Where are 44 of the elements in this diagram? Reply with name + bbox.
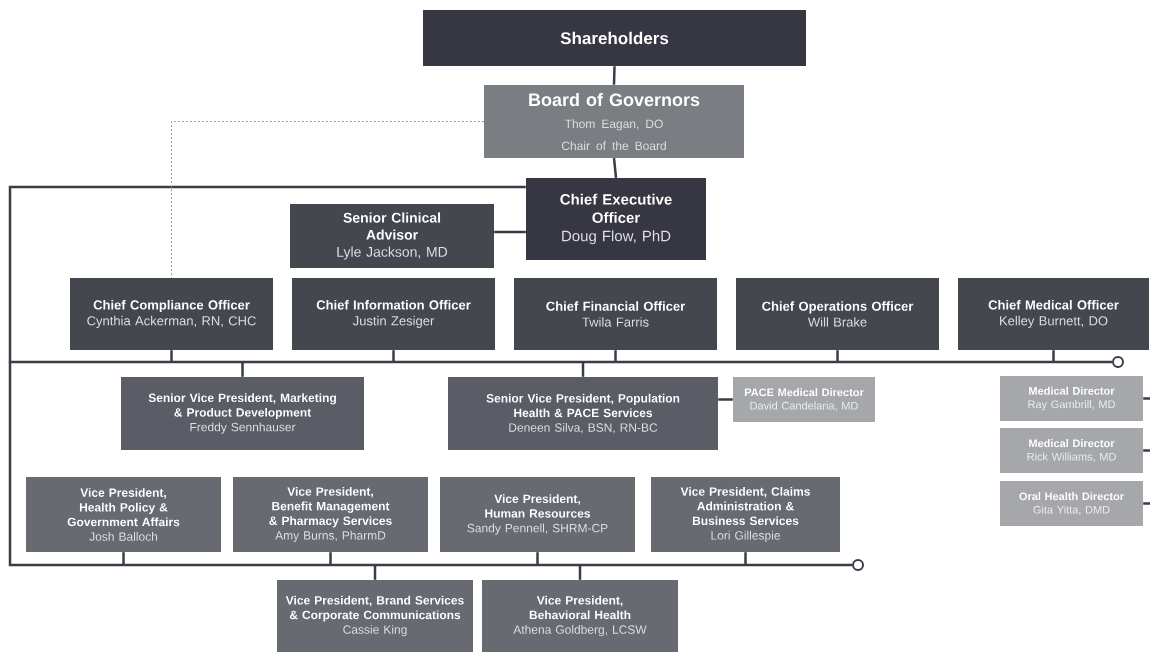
- vice-president-box: Vice President, Health Policy & Government Affairs Josh Balloch: [26, 477, 221, 552]
- executive-box: Chief Executive Officer Doug Flow, PhD: [526, 178, 706, 260]
- officer-box: Chief Compliance Officer Cynthia Ackerman, RN, CHC: [70, 278, 273, 350]
- connector-line: [494, 230, 526, 234]
- connector-line: [392, 350, 395, 362]
- connector-line: [171, 121, 485, 279]
- board-box: Board of Governors Thom Eagan, DO Chair of the Board: [484, 85, 744, 158]
- officer-box: Chief Operations Officer Will Brake: [736, 278, 939, 350]
- connector-line: [122, 552, 125, 565]
- connector-line: [612, 66, 616, 85]
- officer-box: Chief Information Officer Justin Zesiger: [292, 278, 495, 350]
- connector-line: [536, 552, 539, 565]
- officer-box: Chief Financial Officer Twila Farris: [514, 278, 717, 350]
- connector-line: [8, 362, 745, 567]
- connector-line: [1143, 449, 1150, 452]
- vice-president-box: Vice President, Claims Administration & Business Services Lori Gillespie: [651, 477, 840, 552]
- vice-president-box: Vice President, Behavioral Health Athena Goldberg, LCSW: [482, 580, 678, 652]
- connector-line: [581, 362, 585, 377]
- vice-president-box: Vice President, Benefit Management & Pharmacy Services Amy Burns, PharmD: [233, 477, 428, 552]
- vice-president-box: Vice President, Brand Services & Corporate Communications Cassie King: [277, 580, 473, 652]
- connector-line: [373, 565, 377, 580]
- top-box: Shareholders: [423, 10, 806, 66]
- connector-line: [329, 552, 332, 565]
- connector-line: [1143, 397, 1150, 400]
- connector-line: [170, 350, 173, 362]
- director-box: Medical Director Rick Williams, MD: [1000, 428, 1143, 473]
- connector-line: [8, 185, 1061, 364]
- director-box: Medical Director Ray Gambrill, MD: [1000, 376, 1143, 421]
- vice-president-box: Senior Vice President, Population Health & PACE Services Deneen Silva, BSN, RN-BC: [448, 377, 718, 450]
- vice-president-box: Vice President, Human Resources Sandy Pennell, SHRM-CP: [440, 477, 635, 552]
- connector-line: [744, 552, 747, 565]
- vice-president-box: Senior Vice President, Marketing & Product Development Freddy Sennhauser: [121, 377, 364, 450]
- connector-line: [1143, 502, 1150, 505]
- connector-line: [836, 350, 839, 362]
- connector-line: [614, 350, 617, 362]
- director-box: Oral Health Director Gita Yitta, DMD: [1000, 481, 1143, 526]
- connector-line: [718, 398, 733, 401]
- connector-line: [1052, 350, 1055, 362]
- connector-line: [612, 158, 618, 178]
- director-box: PACE Medical Director David Candelaria, MD: [733, 377, 875, 422]
- officer-box: Chief Medical Officer Kelley Burnett, DO: [958, 278, 1149, 350]
- connector-line: [578, 565, 582, 580]
- connector-line: [241, 362, 244, 377]
- advisor-box: Senior Clinical Advisor Lyle Jackson, MD: [290, 204, 494, 268]
